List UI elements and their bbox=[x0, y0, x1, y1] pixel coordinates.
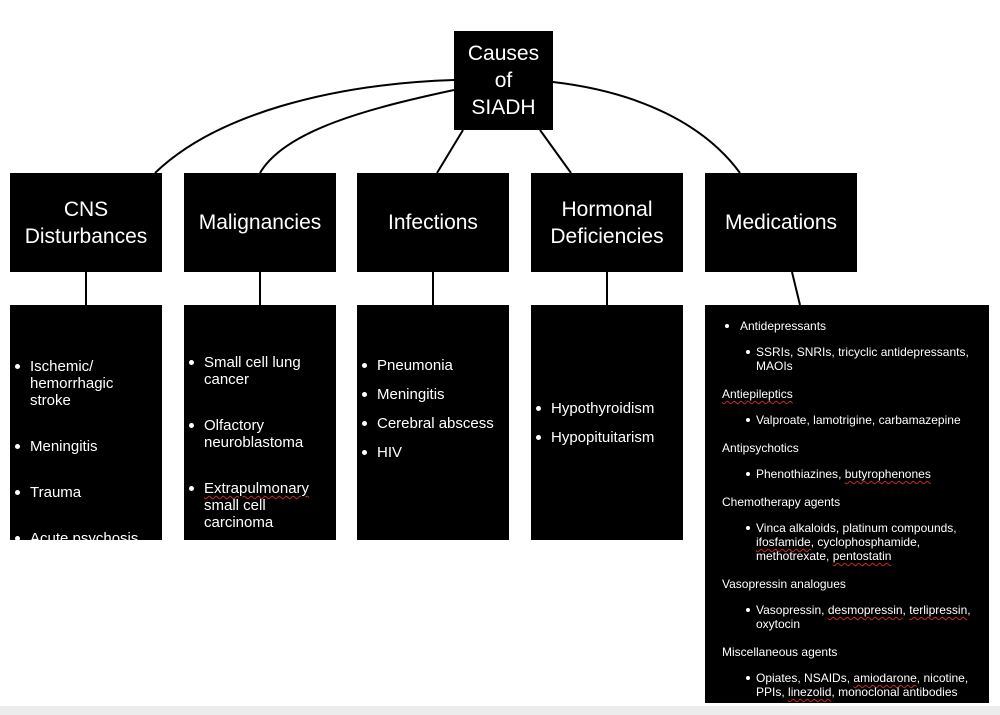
category-infections: Infections bbox=[357, 173, 509, 272]
list-item: Olfactory neuroblastoma bbox=[188, 417, 309, 451]
connector-title-to-cns bbox=[154, 79, 455, 174]
list-item: Meningitis bbox=[362, 386, 494, 403]
medication-examples: Opiates, NSAIDs, amiodarone, nicotine, P… bbox=[746, 671, 981, 699]
spellcheck-word: ifosfamide bbox=[756, 535, 811, 549]
list-item-rest: small cell carcinoma bbox=[204, 497, 274, 531]
medication-class-heading: Antidepressants bbox=[722, 319, 981, 333]
connector-title-to-malignancies bbox=[259, 89, 455, 174]
spellcheck-word: terlipressin bbox=[909, 603, 968, 617]
list-item: Ischemic/ hemorrhagic stroke bbox=[14, 358, 138, 409]
connector-medications-to-list bbox=[791, 271, 801, 306]
list-item: Small cell lung cancer bbox=[188, 354, 309, 388]
medication-class-heading: Antiepileptics bbox=[722, 387, 981, 401]
category-malignancies: Malignancies bbox=[184, 173, 336, 272]
spellcheck-word: Extrapulmonary bbox=[204, 480, 310, 497]
window-bottom-edge bbox=[0, 706, 1000, 715]
list-item: Hypothyroidism bbox=[535, 399, 655, 417]
list-item: HIV bbox=[362, 444, 494, 461]
medication-examples: Vasopressin, desmopressin, terlipressin,… bbox=[746, 603, 981, 631]
connector-title-to-hormonal bbox=[539, 129, 572, 174]
medication-class-heading: Miscellaneous agents bbox=[722, 645, 838, 659]
medication-examples: SSRIs, SNRIs, tricyclic antidepressants,… bbox=[746, 345, 981, 373]
medication-examples: Phenothiazines, butyrophenones bbox=[746, 467, 981, 481]
connector-title-to-infections bbox=[436, 129, 464, 174]
hormonal-causes-list: Hypothyroidism Hypopituitarism bbox=[531, 305, 683, 540]
medication-class-heading: Vasopressin analogues bbox=[722, 577, 846, 591]
infections-causes-list: Pneumonia Meningitis Cerebral abscess HI… bbox=[357, 305, 509, 540]
medication-class-heading: Chemotherapy agents bbox=[722, 495, 841, 509]
category-cns-disturbances: CNS Disturbances bbox=[10, 173, 162, 272]
spellcheck-word: desmopressin bbox=[827, 603, 903, 617]
spellcheck-word: Antiepileptics bbox=[722, 387, 793, 401]
list-item: Meningitis bbox=[14, 438, 138, 455]
list-item: Pneumonia bbox=[362, 357, 494, 374]
cns-causes-list: Ischemic/ hemorrhagic stroke Meningitis … bbox=[10, 305, 162, 547]
category-medications: Medications bbox=[705, 173, 857, 272]
malignancies-causes-list: Small cell lung cancer Olfactory neurobl… bbox=[184, 305, 336, 540]
list-item: Cerebral abscess bbox=[362, 415, 494, 432]
connector-title-to-medications bbox=[552, 81, 741, 174]
list-item: Acute psychosis bbox=[14, 530, 139, 547]
category-hormonal-deficiencies: Hormonal Deficiencies bbox=[531, 173, 683, 272]
list-item: Extrapulmonary small cell carcinoma bbox=[188, 480, 310, 531]
spellcheck-word: pentostatin bbox=[832, 549, 892, 563]
medication-class-heading: Antipsychotics bbox=[722, 441, 799, 455]
medication-examples: Valproate, lamotrigine, carbamazepine bbox=[746, 413, 981, 427]
list-item: Hypopituitarism bbox=[535, 428, 655, 446]
list-item: Trauma bbox=[14, 484, 138, 501]
spellcheck-word: linezolid bbox=[788, 685, 832, 699]
spellcheck-word: butyrophenones bbox=[844, 467, 931, 481]
medication-examples: Vinca alkaloids, platinum compounds, ifo… bbox=[746, 521, 981, 563]
spellcheck-word: amiodarone bbox=[853, 671, 917, 685]
